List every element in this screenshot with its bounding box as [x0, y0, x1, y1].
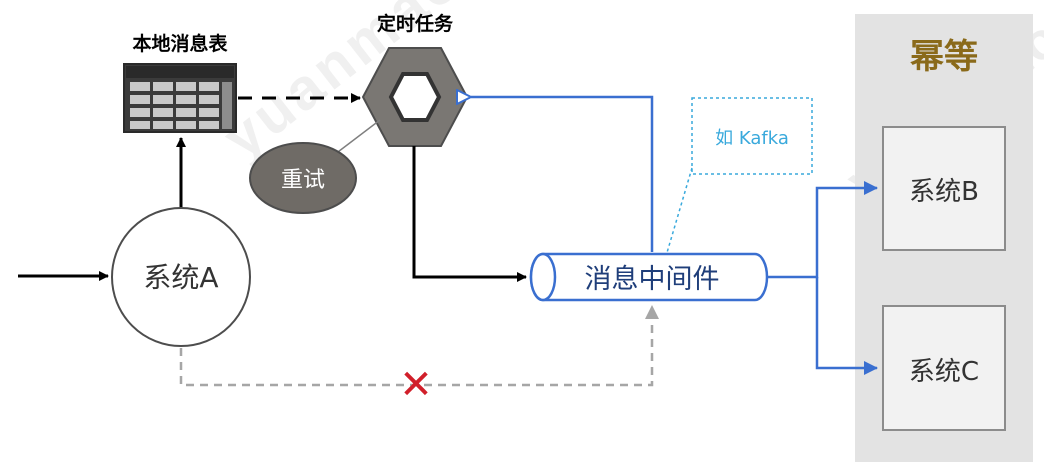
system-c-box[interactable] [882, 305, 1006, 431]
idempotent-group-label: 幂等 [910, 37, 978, 77]
failed-direct-path-arrow [179, 305, 659, 387]
kafka-note-box [691, 97, 813, 175]
scheduled-task-hexagon-icon[interactable] [361, 47, 469, 147]
middleware-label: 消息中间件 [585, 264, 720, 295]
table-grid-icon[interactable] [123, 63, 237, 133]
system-b-label: 系统B [909, 177, 979, 207]
middleware-to-task-arrow [471, 97, 654, 252]
kafka-note-pointer [665, 167, 693, 257]
local-table-label: 本地消息表 [132, 32, 228, 55]
retry-label: 重试 [281, 168, 325, 193]
retry-ellipse[interactable] [249, 142, 357, 214]
kafka-note-label: 如 Kafka [715, 128, 789, 149]
system-a-label: 系统A [143, 261, 218, 294]
system-b-box[interactable] [882, 126, 1006, 251]
middleware-to-system-c-arrow [815, 277, 878, 375]
failed-cross-mark: ✕ [399, 362, 433, 408]
system-a-circle[interactable] [111, 207, 251, 347]
middleware-cylinder[interactable] [529, 252, 769, 302]
middleware-to-system-b-arrow [767, 181, 878, 279]
task-to-middleware-arrow [412, 146, 527, 282]
scheduled-task-label: 定时任务 [377, 12, 454, 35]
system-c-label: 系统C [909, 357, 979, 387]
